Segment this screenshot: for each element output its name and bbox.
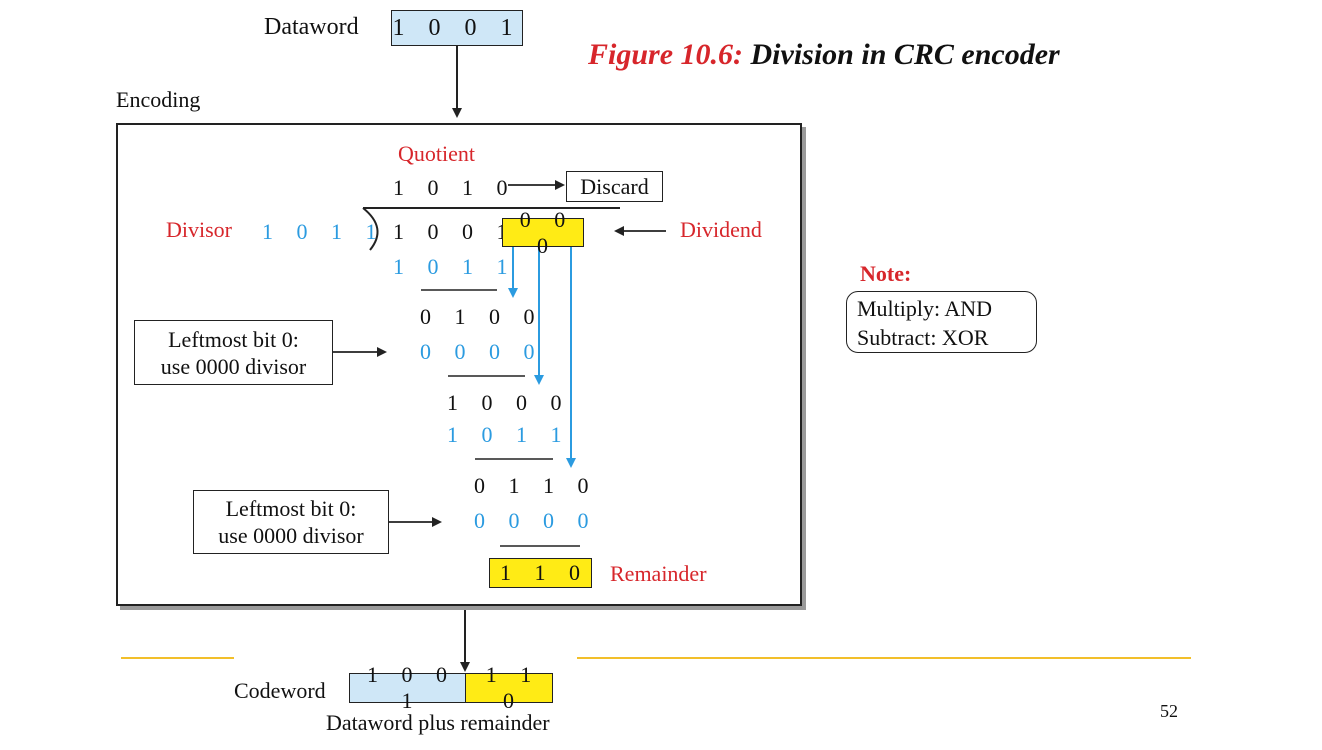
- note-box: Multiply: AND Subtract: XOR: [846, 291, 1037, 353]
- dividend-label: Dividend: [680, 217, 762, 242]
- discard-box: Discard: [566, 171, 663, 202]
- remainder-label: Remainder: [610, 561, 707, 586]
- step-row-5: 1 0 1 1: [447, 422, 571, 447]
- figure-caption: Division in CRC encoder: [750, 38, 1060, 71]
- note-line-xor: Subtract: XOR: [857, 325, 989, 350]
- step-row-6: 0 1 1 0: [474, 473, 598, 498]
- leftmost-note-1: Leftmost bit 0: use 0000 divisor: [134, 320, 333, 385]
- divisor-label: Divisor: [166, 217, 232, 242]
- note-line-and: Multiply: AND: [857, 296, 993, 321]
- leftmost-note-2-line1: Leftmost bit 0:: [225, 496, 357, 521]
- dataword-label: Dataword: [264, 14, 359, 40]
- footer-rule-right: [577, 657, 1191, 659]
- step-row-1: 1 0 1 1: [393, 254, 517, 279]
- divisor-bits: 1 0 1 1: [262, 219, 386, 244]
- step-row-4: 1 0 0 0: [447, 390, 571, 415]
- quotient-label: Quotient: [398, 141, 475, 166]
- encoding-label: Encoding: [116, 87, 201, 112]
- leftmost-note-2: Leftmost bit 0: use 0000 divisor: [193, 490, 389, 554]
- dividend-data-bits: 1 0 0 1: [393, 219, 517, 244]
- leftmost-note-1-line1: Leftmost bit 0:: [168, 326, 299, 352]
- footer-rule-left: [121, 657, 234, 659]
- step-row-3: 0 0 0 0: [420, 339, 544, 364]
- remainder-box: 1 1 0: [489, 558, 592, 588]
- figure-title: Figure 10.6: Division in CRC encoder: [588, 38, 1060, 72]
- leftmost-note-2-line2: use 0000 divisor: [218, 523, 364, 548]
- step-row-7: 0 0 0 0: [474, 508, 598, 533]
- codeword-caption: Dataword plus remainder: [326, 710, 550, 735]
- note-title: Note:: [860, 261, 912, 286]
- encoding-frame: [116, 123, 802, 606]
- dataword-box: 1 0 0 1: [391, 10, 523, 46]
- leftmost-note-1-line2: use 0000 divisor: [160, 353, 307, 379]
- division-bracket: [362, 207, 379, 251]
- codeword-data-box: 1 0 0 1: [349, 662, 466, 713]
- dividend-padding-box: 0 0 0: [502, 207, 584, 258]
- figure-label: Figure 10.6:: [588, 38, 744, 71]
- quotient-bits: 1 0 1 0: [393, 175, 517, 200]
- codeword-label: Codeword: [234, 678, 326, 703]
- page-number: 52: [1160, 701, 1178, 721]
- step-row-2: 0 1 0 0: [420, 304, 544, 329]
- codeword-remainder-box: 1 1 0: [465, 662, 553, 713]
